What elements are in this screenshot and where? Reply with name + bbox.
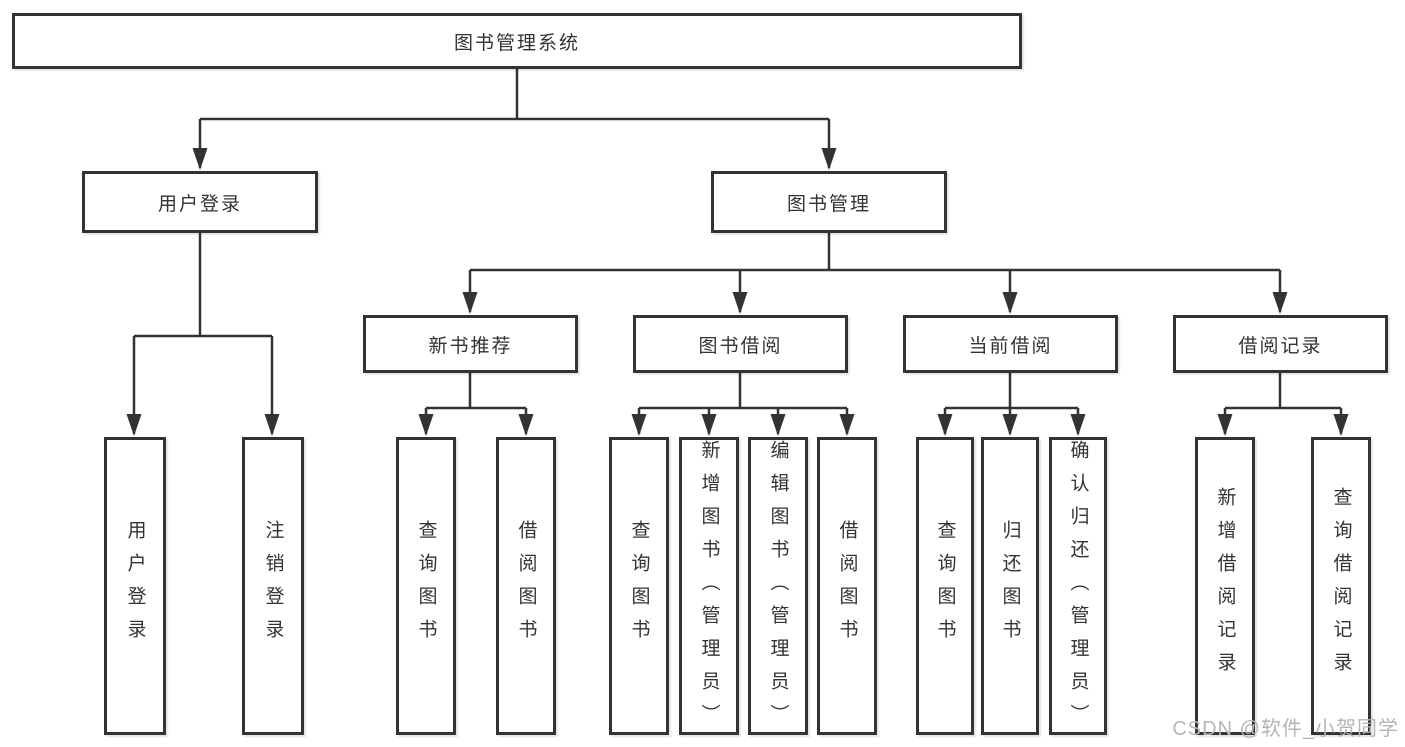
node-leaf-confirm-return-admin: 确认归还（管理员） [1049,437,1107,737]
node-leaf-user-login: 用户登录 [104,437,166,735]
node-new-book-recommend: 新书推荐 [363,315,578,373]
node-leaf-logout: 注销登录 [242,437,304,735]
node-leaf-query-books-borrowing: 查询图书 [609,437,669,735]
node-leaf-query-books-current: 查询图书 [916,437,974,735]
node-leaf-borrow-books: 借阅图书 [817,437,877,735]
node-user-login: 用户登录 [82,171,318,233]
node-leaf-add-borrow-record: 新增借阅记录 [1195,437,1255,735]
node-current-borrowing: 当前借阅 [903,315,1118,373]
arrowhead-icons [126,148,1349,436]
csdn-watermark: CSDN @软件_小贺同学 [1172,718,1399,740]
node-leaf-add-books-admin: 新增图书（管理员） [679,437,739,737]
node-book-borrowing: 图书借阅 [633,315,848,373]
node-leaf-query-borrow-record: 查询借阅记录 [1311,437,1371,735]
node-leaf-query-books-recommend: 查询图书 [396,437,456,735]
node-borrowing-records: 借阅记录 [1173,315,1388,373]
node-root-system: 图书管理系统 [12,13,1022,69]
node-leaf-return-books: 归还图书 [981,437,1039,735]
node-book-management: 图书管理 [711,171,947,233]
node-leaf-borrow-books-recommend: 借阅图书 [496,437,556,735]
node-leaf-edit-books-admin: 编辑图书（管理员） [748,437,808,737]
